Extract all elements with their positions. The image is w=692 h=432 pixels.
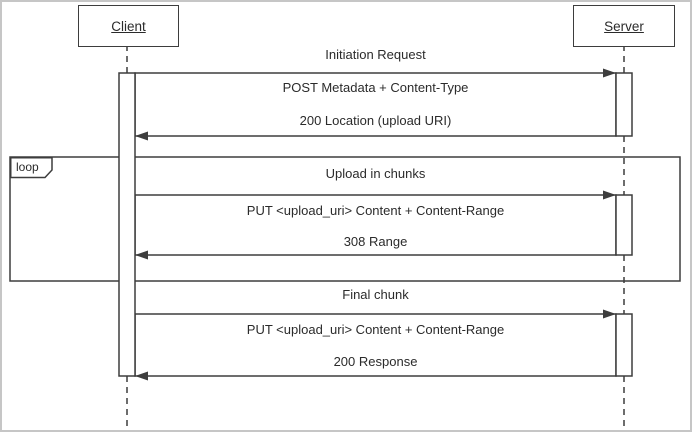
response-arrowhead-3 — [135, 371, 148, 381]
request-arrowhead-1 — [603, 68, 616, 78]
request-message-initiation: POST Metadata + Content-Type — [282, 80, 469, 95]
request-message-loop: PUT <upload_uri> Content + Content-Range — [246, 203, 505, 218]
exchange-title-final: Final chunk — [342, 287, 409, 302]
actor-box-client: Client — [78, 5, 179, 47]
response-arrowhead-1 — [135, 131, 148, 141]
loop-fragment-frame — [9, 156, 681, 282]
exchange-title-initiation: Initiation Request — [325, 47, 426, 62]
actor-box-server: Server — [573, 5, 675, 47]
request-arrowhead-3 — [603, 309, 616, 319]
server-activation-bar-3 — [615, 313, 633, 377]
loop-operator-pentagon — [10, 157, 53, 179]
response-message-initiation: 200 Location (upload URI) — [299, 113, 452, 128]
server-activation-bar-1 — [615, 72, 633, 137]
request-arrowhead-2 — [603, 190, 616, 200]
request-message-final: PUT <upload_uri> Content + Content-Range — [246, 322, 505, 337]
server-activation-bar-2 — [615, 194, 633, 256]
response-arrowhead-2 — [135, 250, 148, 260]
server-label: Server — [604, 18, 644, 34]
response-message-loop: 308 Range — [343, 234, 408, 249]
client-activation-bar — [118, 72, 136, 377]
client-label: Client — [111, 18, 146, 34]
loop-operator-label: loop — [16, 160, 39, 174]
response-message-final: 200 Response — [333, 354, 418, 369]
exchange-title-loop: Upload in chunks — [325, 166, 426, 181]
